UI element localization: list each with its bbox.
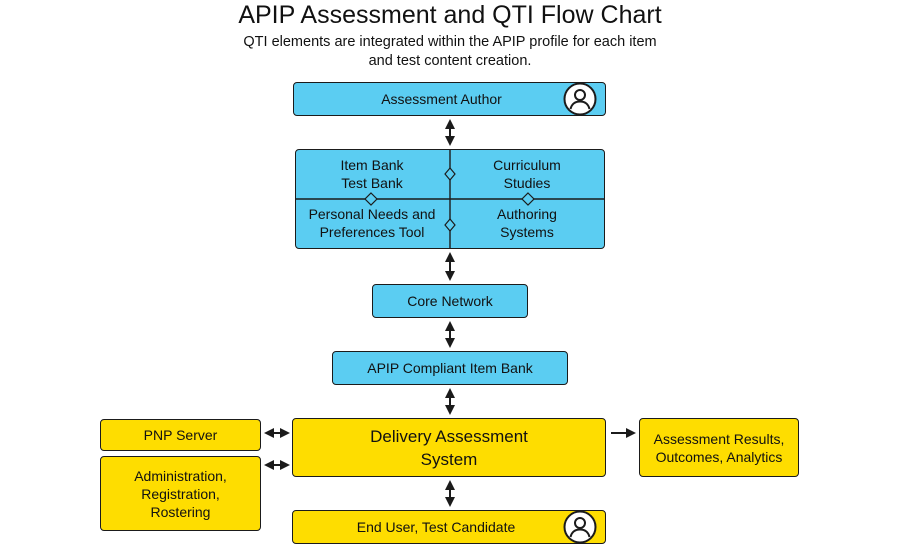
content-sources-group: Item Bank Test Bank Curriculum Studies P… — [295, 149, 605, 249]
administration-label: Administration, — [134, 467, 227, 484]
page-title: APIP Assessment and QTI Flow Chart — [238, 1, 662, 29]
pnp-tool-cell: Personal Needs and Preferences Tool — [296, 199, 448, 247]
curriculum-label: Curriculum — [493, 157, 561, 173]
end-user-label: End User, Test Candidate — [356, 519, 516, 535]
apip-item-bank-label: APIP Compliant Item Bank — [367, 360, 533, 376]
pnp-tool-label-1: Personal Needs and — [308, 206, 436, 222]
user-circle-icon — [563, 82, 597, 116]
delivery-system-node: Delivery Assessment System — [292, 418, 606, 477]
subtitle-line-2: and test content creation. — [368, 53, 532, 69]
delivery-label-2: System — [420, 449, 478, 469]
assessment-results-node: Assessment Results, Outcomes, Analytics — [639, 418, 799, 477]
systems-label: Systems — [500, 224, 554, 240]
assessment-author-label: Assessment Author — [381, 91, 502, 107]
test-bank-label: Test Bank — [341, 175, 403, 191]
user-circle-icon — [563, 510, 597, 544]
rostering-label: Rostering — [150, 503, 211, 520]
item-bank-cell: Item Bank Test Bank — [296, 150, 448, 198]
subtitle-line-1: QTI elements are integrated within the A… — [243, 34, 657, 50]
registration-label: Registration, — [141, 485, 220, 502]
authoring-label: Authoring — [497, 206, 557, 222]
assessment-author-node: Assessment Author — [293, 82, 606, 116]
administration-node: Administration, Registration, Rostering — [100, 456, 261, 531]
results-label-2: Outcomes, Analytics — [655, 448, 783, 465]
delivery-label-1: Delivery Assessment — [370, 426, 528, 446]
apip-item-bank-node: APIP Compliant Item Bank — [332, 351, 568, 385]
core-network-node: Core Network — [372, 284, 528, 318]
page-subtitle: QTI elements are integrated within the A… — [180, 33, 720, 71]
authoring-cell: Authoring Systems — [451, 199, 603, 247]
core-network-label: Core Network — [407, 293, 493, 309]
studies-label: Studies — [503, 175, 551, 191]
pnp-tool-label-2: Preferences Tool — [319, 224, 425, 240]
pnp-server-node: PNP Server — [100, 419, 261, 451]
end-user-node: End User, Test Candidate — [292, 510, 606, 544]
curriculum-cell: Curriculum Studies — [451, 150, 603, 198]
item-bank-label: Item Bank — [340, 157, 404, 173]
results-label-1: Assessment Results, — [653, 430, 785, 447]
pnp-server-label: PNP Server — [143, 427, 218, 443]
